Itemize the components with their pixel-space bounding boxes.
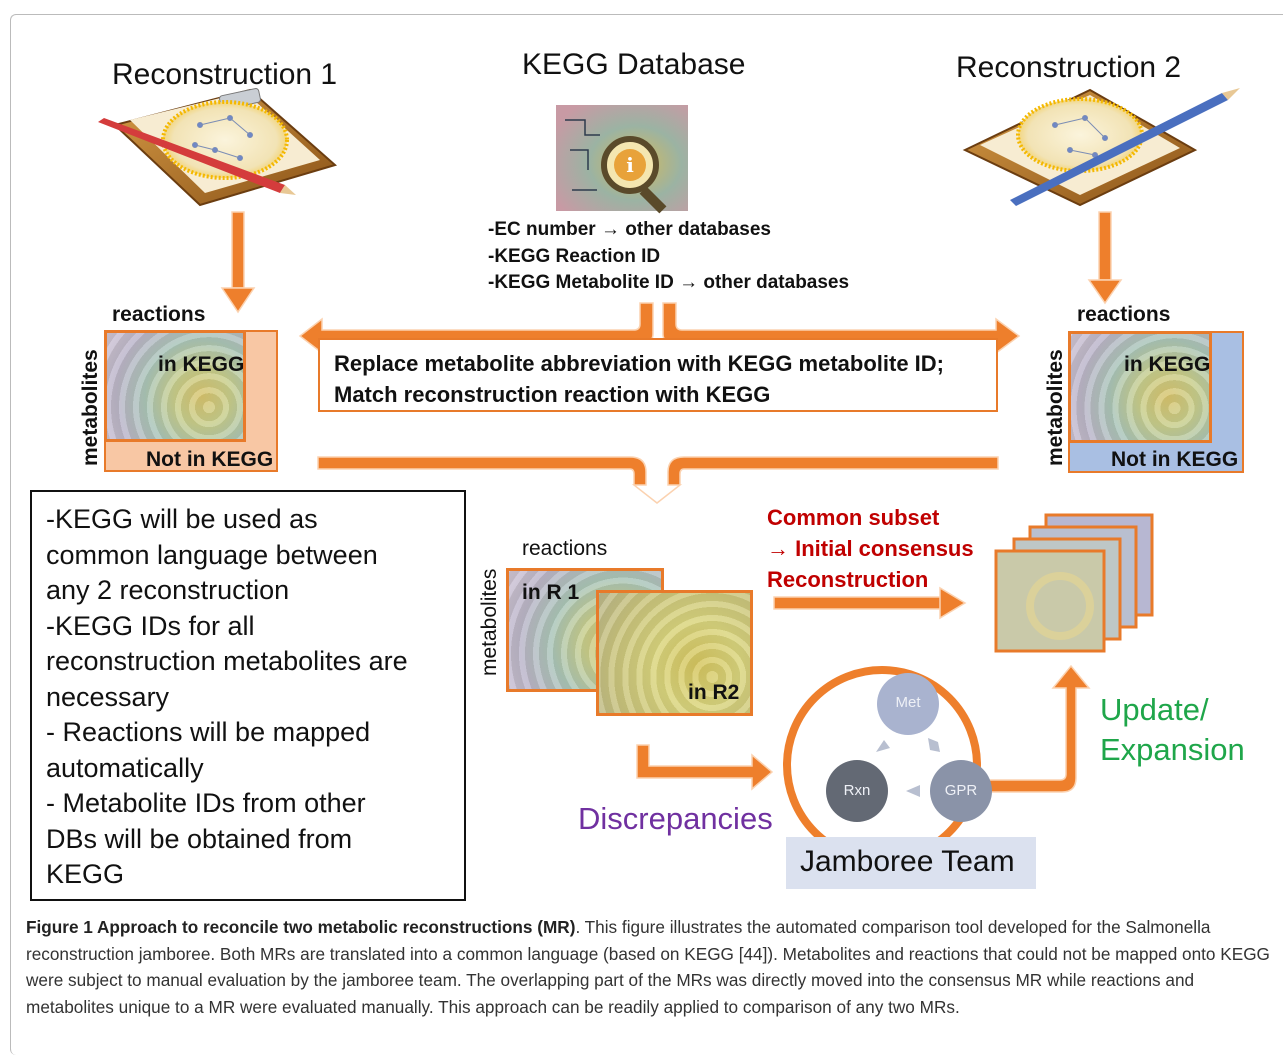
right-in-kegg-label: in KEGG (1124, 353, 1211, 376)
note-line: automatically (46, 752, 204, 783)
jamboree-team-box (786, 837, 1036, 889)
kegg-line: -EC number → other databases (488, 219, 771, 240)
figure-caption: Figure 1 Approach to reconcile two metab… (26, 914, 1278, 1020)
gpr-label: GPR (944, 782, 978, 799)
update-expansion-text: Update/ Expansion (1100, 690, 1245, 770)
note-line: DBs will be obtained from (46, 823, 353, 854)
left-metabolites-label: metabolites (79, 349, 102, 466)
left-in-kegg-label: in KEGG (158, 353, 245, 376)
note-line: any 2 reconstruction (46, 575, 290, 605)
note-line: - Reactions will be mapped (46, 717, 371, 747)
right-metabolites-label: metabolites (1044, 349, 1067, 466)
kegg-mapping-list: -EC number → other databases -KEGG React… (488, 217, 849, 297)
reconstruction-2-title: Reconstruction 2 (956, 51, 1182, 84)
center-reactions-label: reactions (522, 537, 608, 560)
center-metabolites-label: metabolites (478, 568, 501, 676)
r2-label: in R2 (688, 681, 740, 704)
replace-step-box: Replace metabolite abbreviation with KEG… (318, 338, 998, 412)
update-line: Expansion (1100, 732, 1245, 767)
clipboard-icon-right (962, 88, 1240, 207)
right-reactions-label: reactions (1077, 303, 1171, 326)
met-label: Met (895, 694, 921, 711)
consensus-stack (994, 513, 1154, 653)
r2-tile (596, 590, 753, 716)
kegg-line: -KEGG Reaction ID (488, 245, 661, 267)
note-line: necessary (46, 681, 170, 712)
rxn-label: Rxn (843, 782, 871, 799)
common-line: Reconstruction (767, 567, 929, 592)
note-line: reconstruction metabolites are (46, 646, 408, 676)
merge-arrow-center (317, 456, 999, 504)
reconstruction-1-title: Reconstruction 1 (112, 58, 338, 91)
consensus-arrow (773, 586, 967, 620)
discrepancies-arrow (636, 744, 774, 791)
kegg-database-title: KEGG Database (522, 48, 746, 81)
down-arrow-right (1087, 211, 1123, 305)
caption-text: . This figure illustrates the automated … (26, 917, 1270, 1017)
notes-box: -KEGG will be used as common language be… (30, 490, 466, 901)
common-subset-text: Common subset → Initial consensus Recons… (767, 502, 974, 595)
note-line: -KEGG IDs for all (46, 610, 255, 641)
caption-label: Figure 1 Approach to reconcile two metab… (26, 917, 576, 937)
cycle-arrows (876, 738, 940, 797)
right-not-in-kegg-label: Not in KEGG (1111, 448, 1239, 471)
update-line: Update/ (1100, 692, 1209, 727)
note-line: - Metabolite IDs from other (46, 788, 366, 818)
kegg-database-icon: i (556, 105, 688, 214)
discrepancies-label: Discrepancies (578, 801, 773, 836)
figure-frame (10, 14, 1283, 1055)
met-node (877, 673, 939, 735)
note-line: -KEGG will be used as (46, 504, 318, 534)
common-line: → Initial consensus (767, 536, 974, 561)
left-reactions-label: reactions (112, 303, 206, 326)
r1-label: in R 1 (522, 581, 580, 604)
right-in-kegg-tile (1068, 331, 1212, 443)
down-arrow-left (220, 211, 256, 314)
update-arrow (969, 664, 1091, 793)
rxn-node (826, 760, 888, 822)
common-line: Common subset (767, 505, 940, 530)
left-not-in-kegg-label: Not in KEGG (146, 448, 274, 471)
gpr-node (930, 760, 992, 822)
kegg-line: -KEGG Metabolite ID → other databases (488, 272, 850, 293)
clipboard-icon-left (98, 88, 338, 207)
left-in-kegg-tile (104, 330, 246, 442)
note-line: common language between (46, 539, 378, 570)
svg-text:i: i (626, 153, 634, 177)
jamboree-team-label: Jamboree Team (800, 845, 1015, 878)
note-line: KEGG (46, 859, 125, 889)
